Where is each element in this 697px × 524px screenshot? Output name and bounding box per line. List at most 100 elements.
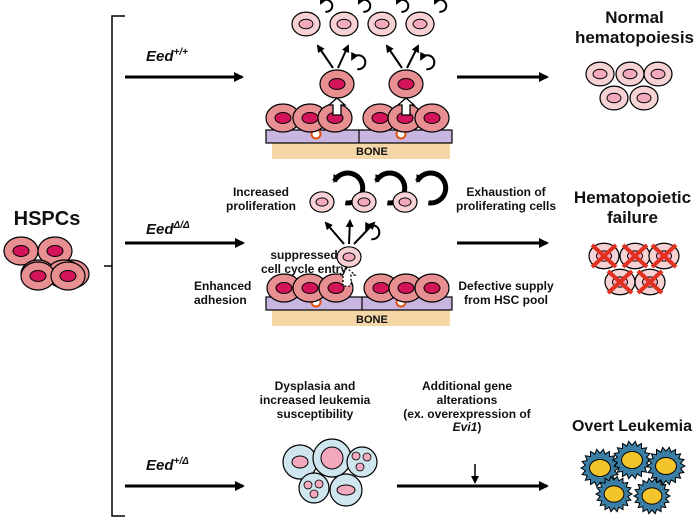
diff-arrow (406, 44, 419, 69)
annotation-additional-line3-post: ) (477, 420, 482, 435)
niche-hspc-nucleus (274, 112, 292, 124)
leukemia-cell-nucleus (641, 487, 663, 505)
annotation-additional-line1: Additional gene (422, 379, 512, 393)
hspc-cell-nucleus (29, 270, 47, 282)
self-renew-icon (358, 0, 372, 13)
dysplastic-nucleus (303, 480, 313, 490)
normal-cell-nucleus (606, 92, 622, 104)
outcome-normal-line1: Normal (605, 8, 664, 27)
diff-arrow (337, 44, 350, 69)
dysplastic-nucleus (309, 489, 319, 499)
outcome-failure-line2: failure (606, 207, 659, 227)
diff-arrow (324, 221, 345, 245)
annotation-dysplasia-line2: increased leukemia (259, 392, 371, 407)
quiescent-hspc-nucleus (342, 252, 356, 262)
progenitor-cell-nucleus (374, 18, 390, 30)
annotation-additional-line3-em: Evi1 (452, 420, 478, 435)
annotation-exhaustion-line1: Exhaustion of (466, 185, 546, 199)
proliferating-cell-nucleus (398, 197, 412, 207)
self-renew-icon (320, 0, 334, 13)
outcome-normal-line2: hematopoiesis (574, 27, 695, 47)
dysplastic-nucleus (355, 462, 365, 472)
diff-arrow (353, 221, 376, 245)
annotation-additional-line3-pre: (ex. overexpression of (403, 406, 531, 421)
niche-hspc-nucleus (327, 282, 345, 294)
genotype-wildtype-sup: +/+ (173, 47, 188, 58)
outcome-leukemia: Overt Leukemia (571, 418, 693, 435)
dysplastic-nucleus (362, 452, 372, 462)
bone-top (272, 143, 450, 159)
genotype-wildtype: Eed+/+ (146, 47, 188, 65)
self-renew-icon (434, 0, 448, 13)
annotation-increased-line1: Increased (232, 185, 290, 199)
normal-cell-nucleus (622, 68, 638, 80)
niche-hspc-nucleus (371, 112, 389, 124)
genotype-homozygous-sup: Δ/Δ (173, 220, 190, 231)
normal-cell-nucleus (592, 68, 608, 80)
genotype-heterozygous-sup: +/Δ (173, 456, 189, 467)
failure-cross (650, 243, 678, 269)
diff-arrow (345, 219, 354, 245)
mobilized-hspc-nucleus (328, 78, 346, 90)
proliferating-cell-nucleus (315, 197, 329, 207)
hspc-cell-nucleus (46, 245, 64, 257)
annotation-defective-line1: Defective supply (458, 279, 554, 293)
leukemia-cell-nucleus (589, 458, 611, 478)
annotation-additional-line2: alterations (436, 392, 498, 407)
bone-label-top: BONE (356, 146, 388, 158)
annotation-suppressed-line1: suppressed (270, 248, 338, 262)
normal-cell-nucleus (650, 68, 666, 80)
niche-hspc-nucleus (423, 282, 441, 294)
leukemia-cell-nucleus (603, 485, 625, 503)
diff-arrow (385, 44, 403, 69)
self-renew-icon (351, 51, 367, 71)
progenitor-cell-nucleus (298, 18, 314, 30)
dysplastic-nucleus (351, 451, 361, 461)
leukemia-cell-nucleus (655, 456, 677, 476)
dysplastic-nucleus (314, 479, 324, 489)
mobilized-hspc-nucleus (397, 78, 415, 90)
diff-arrow (316, 44, 334, 69)
niche-hspc-nucleus (397, 282, 415, 294)
niche-hspc-nucleus (423, 112, 441, 124)
failure-cross (606, 269, 634, 295)
progenitor-cell-nucleus (336, 18, 352, 30)
genotype-wildtype-base: Eed (146, 48, 174, 65)
annotation-enhanced-line2: adhesion (194, 292, 247, 307)
hspc-cell-nucleus (59, 270, 77, 282)
niche-hspc-nucleus (301, 112, 319, 124)
annotation-defective-line2: from HSC pool (464, 292, 548, 307)
normal-cell-nucleus (636, 92, 652, 104)
self-renew-icon (396, 0, 410, 13)
annotation-exhaustion-line2: proliferating cells (455, 198, 557, 213)
hspc-cell-nucleus (12, 245, 30, 257)
self-renew-icon (420, 51, 436, 71)
annotation-dysplasia-line3: susceptibility (276, 406, 354, 421)
dysplastic-nucleus (291, 455, 309, 469)
genotype-homozygous: EedΔ/Δ (146, 220, 190, 238)
genotype-homozygous-base: Eed (146, 221, 174, 238)
dysplastic-cell (298, 472, 330, 504)
annotation-additional-line3: (ex. overexpression of Evi1) (392, 406, 542, 436)
bracket (111, 15, 125, 517)
proliferating-cell-nucleus (357, 197, 371, 207)
mobilize-arrow (327, 97, 347, 116)
genotype-heterozygous-base: Eed (146, 457, 174, 474)
progenitor-cell-nucleus (412, 18, 428, 30)
leukemia-cell-nucleus (621, 450, 643, 470)
annotation-enhanced-line1: Enhanced (194, 279, 252, 293)
self-renew-icon (365, 221, 381, 241)
high-proliferation-icon (415, 170, 449, 206)
failure-cross (636, 269, 664, 295)
niche-hspc-nucleus (301, 282, 319, 294)
mobilize-arrow (396, 97, 416, 116)
